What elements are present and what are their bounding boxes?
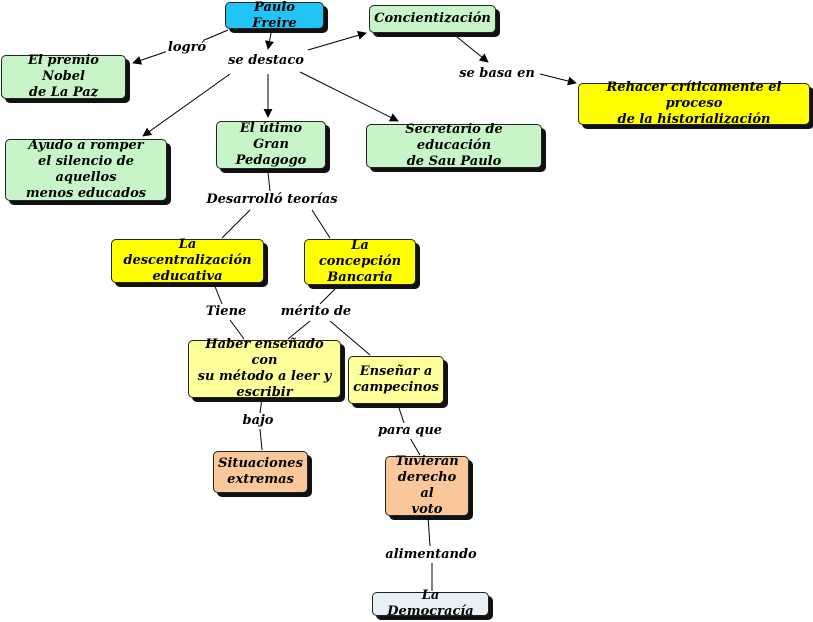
line-desarrollo-descentralizacion bbox=[221, 209, 251, 239]
node-ayudo-romper[interactable]: Ayudo a romper el silencio de aquellos m… bbox=[5, 138, 167, 201]
line-destaco-ayudo bbox=[142, 73, 231, 137]
line-pedagogo-desarrollo bbox=[267, 171, 271, 192]
line-desarrollo-bancaria bbox=[311, 209, 331, 239]
line-paraque-tuvieran bbox=[409, 437, 421, 456]
line-logro-nobel bbox=[132, 50, 169, 65]
line-tuvieran-alimentando bbox=[427, 515, 431, 547]
node-concientizacion[interactable]: Concientización bbox=[369, 5, 496, 33]
node-situaciones-extremas[interactable]: Situaciones extremas bbox=[213, 451, 308, 493]
line-ensenar-paraque bbox=[397, 404, 405, 424]
label-merito-de: mérito de bbox=[278, 304, 354, 320]
label-se-basa-en: se basa en bbox=[457, 66, 537, 82]
label-alimentando: alimentando bbox=[383, 547, 479, 563]
label-para-que: para que bbox=[375, 423, 445, 439]
line-haber-bajo bbox=[259, 397, 263, 414]
line-concientizacion-basa bbox=[451, 32, 489, 63]
label-se-destaco: se destaco bbox=[226, 53, 306, 69]
line-destaco-concientizacion bbox=[307, 30, 367, 51]
label-tiene: Tiene bbox=[203, 304, 249, 320]
line-merito-ensenar bbox=[329, 320, 371, 356]
node-rehacer[interactable]: Rehacer críticamente el proceso de la hi… bbox=[578, 80, 810, 127]
node-ensenar-campecinos[interactable]: Enseñar a campecinos bbox=[348, 356, 444, 404]
line-bajo-situaciones bbox=[259, 428, 263, 451]
line-tiene-haber bbox=[229, 319, 245, 340]
node-premio-nobel[interactable]: El premio Nobel de La Paz bbox=[1, 53, 126, 100]
label-logro: logró bbox=[165, 40, 209, 56]
node-gran-pedagogo[interactable]: El útimo Gran Pedagogo bbox=[216, 121, 326, 169]
line-descentralizacion-tiene bbox=[213, 283, 223, 305]
node-descentralizacion[interactable]: La descentralización educativa bbox=[111, 237, 264, 284]
node-haber-ensenado[interactable]: Haber enseñado con su método a leer y es… bbox=[188, 337, 341, 400]
label-desarrollo-teorias: Desarrolló teorías bbox=[204, 192, 340, 208]
node-tuvieran-voto[interactable]: Tuvieran derecho al voto bbox=[385, 454, 469, 517]
line-merito-haber bbox=[287, 320, 311, 340]
node-secretario[interactable]: Secretario de educación de Sau Paulo bbox=[366, 122, 542, 169]
node-democracia[interactable]: La Democracía bbox=[372, 588, 489, 619]
line-destaco-secretario bbox=[299, 71, 399, 122]
line-bancaria-merito bbox=[319, 285, 339, 305]
label-bajo: bajo bbox=[240, 413, 276, 429]
line-basa-rehacer bbox=[539, 73, 577, 86]
line-paulo-destaco bbox=[265, 27, 274, 50]
node-paulo-freire[interactable]: Paulo Freire bbox=[225, 0, 324, 31]
node-concepcion-bancaria[interactable]: La concepción Bancaria bbox=[304, 238, 416, 285]
